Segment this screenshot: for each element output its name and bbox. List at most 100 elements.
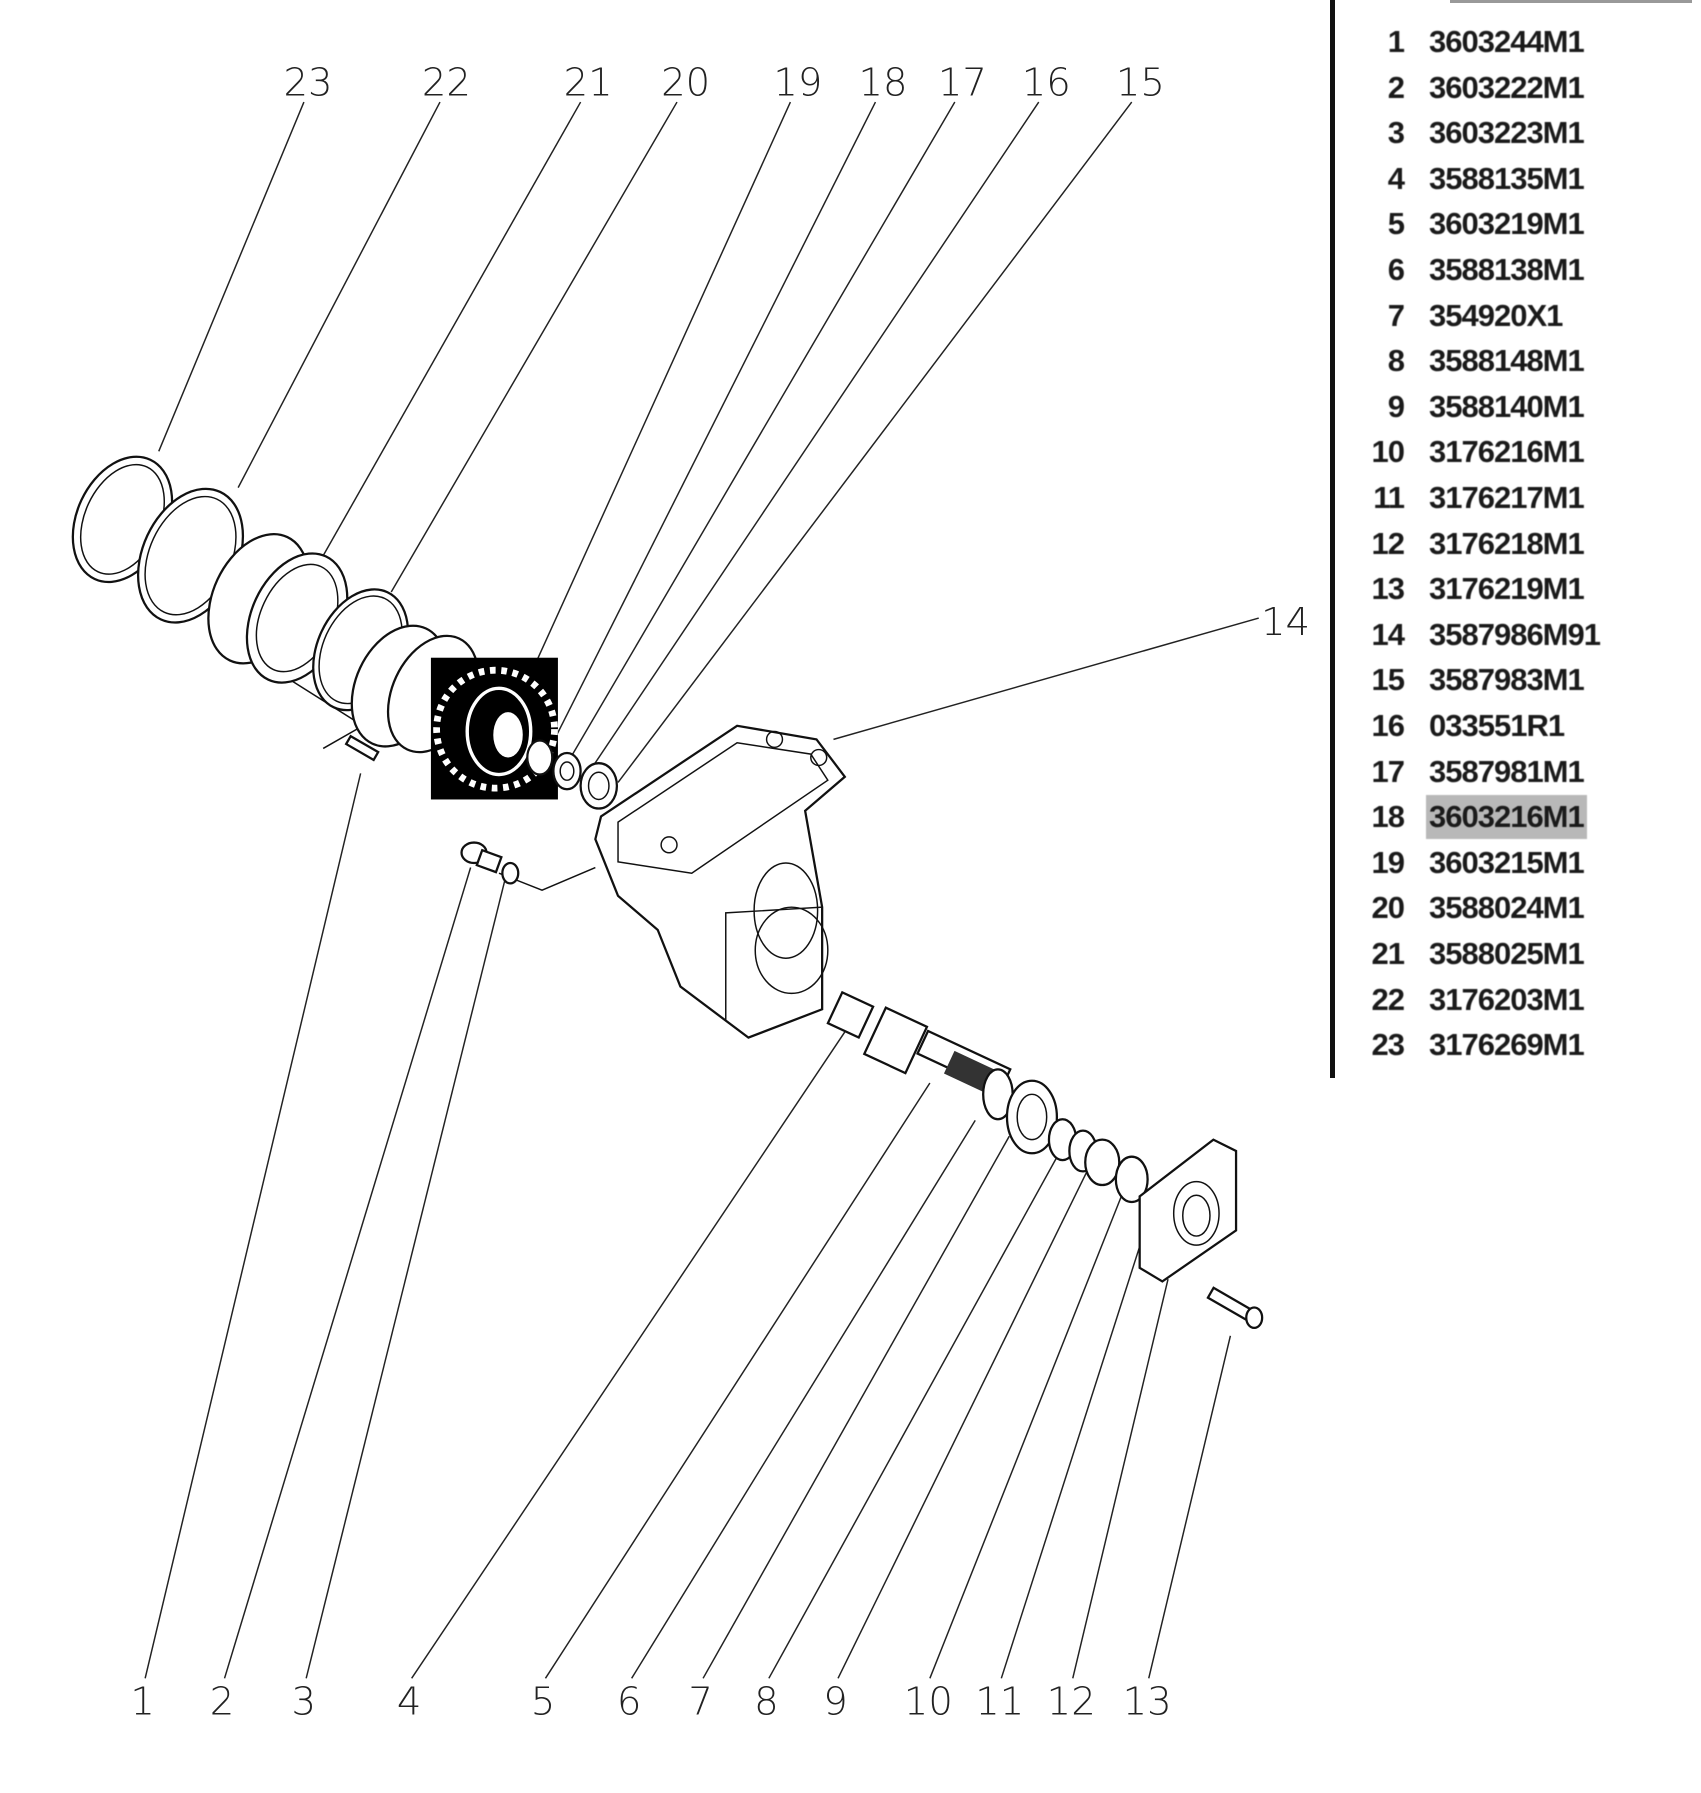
callout-20: 20 bbox=[661, 60, 710, 105]
parts-list-row[interactable]: 13 3176219M1 bbox=[1318, 567, 1701, 611]
part-code[interactable]: 3588138M1 bbox=[1429, 252, 1585, 287]
pin-1 bbox=[344, 734, 380, 762]
part-number: 19 bbox=[1371, 844, 1405, 880]
part-number: 6 bbox=[1387, 252, 1405, 287]
callouts-top: 23 22 21 20 19 18 17 16 15 bbox=[284, 60, 1165, 105]
part-number: 8 bbox=[1387, 343, 1405, 379]
part-code[interactable]: 3603222M1 bbox=[1429, 69, 1585, 105]
part-number: 21 bbox=[1371, 936, 1405, 971]
callouts-bottom: 1 2 3 4 5 6 7 8 9 10 11 12 13 bbox=[130, 1680, 1171, 1725]
part-code[interactable]: 3588148M1 bbox=[1429, 343, 1585, 379]
callout-1: 1 bbox=[130, 1680, 155, 1725]
part-number: 1 bbox=[1387, 24, 1405, 59]
part-code[interactable]: 3176203M1 bbox=[1429, 981, 1585, 1017]
parts-list-row[interactable]: 2 3603222M1 bbox=[1318, 66, 1701, 110]
parts-list-row[interactable]: 12 3176218M1 bbox=[1318, 522, 1701, 566]
parts-list: 1 3603244M1 2 3603222M1 3 3603223M1 4 3588135M1… bbox=[1318, 0, 1701, 1090]
parts-list-row[interactable]: 17 3587981M1 bbox=[1318, 750, 1701, 794]
callout-16: 16 bbox=[1022, 60, 1071, 105]
part-number: 20 bbox=[1371, 890, 1405, 926]
parts-list-top-border bbox=[1450, 0, 1692, 3]
part-number: 14 bbox=[1371, 616, 1405, 652]
parts-list-row[interactable]: 20 3588024M1 bbox=[1318, 886, 1701, 930]
part-code[interactable]: 3587983M1 bbox=[1429, 662, 1585, 698]
callout-8: 8 bbox=[754, 1680, 779, 1725]
parts-list-row[interactable]: 10 3176216M1 bbox=[1318, 430, 1701, 474]
part-number: 17 bbox=[1371, 753, 1405, 789]
parts-list-row[interactable]: 5 3603219M1 bbox=[1318, 202, 1701, 246]
parts-list-row[interactable]: 8 3588148M1 bbox=[1318, 339, 1701, 383]
part-code[interactable]: 3176217M1 bbox=[1429, 480, 1585, 515]
callout-19: 19 bbox=[773, 60, 822, 105]
part-code[interactable]: 3588024M1 bbox=[1429, 890, 1585, 926]
part-number: 10 bbox=[1371, 434, 1405, 470]
part-number: 22 bbox=[1371, 981, 1405, 1017]
part-code[interactable]: 3587986M91 bbox=[1429, 616, 1601, 652]
part-number: 3 bbox=[1387, 115, 1405, 151]
part-number: 4 bbox=[1387, 160, 1405, 196]
callout-6: 6 bbox=[617, 1680, 642, 1725]
part-number: 2 bbox=[1387, 69, 1405, 105]
part-number: 11 bbox=[1373, 480, 1405, 515]
parts-list-row[interactable]: 6 3588138M1 bbox=[1318, 248, 1701, 292]
part-number: 5 bbox=[1387, 206, 1405, 242]
callout-3: 3 bbox=[291, 1680, 316, 1725]
bearing-and-seals-7-11 bbox=[982, 1068, 1149, 1204]
part-code[interactable]: 3176219M1 bbox=[1429, 571, 1585, 607]
parts-list-row[interactable]: 4 3588135M1 bbox=[1318, 157, 1701, 201]
part-number: 23 bbox=[1371, 1027, 1405, 1063]
parts-list-row[interactable]: 3 3603223M1 bbox=[1318, 111, 1701, 155]
callout-9: 9 bbox=[823, 1680, 848, 1725]
part-code[interactable]: 3603223M1 bbox=[1429, 115, 1585, 151]
part-code[interactable]: 3588025M1 bbox=[1429, 936, 1585, 971]
part-code[interactable]: 033551R1 bbox=[1429, 708, 1565, 743]
callout-4: 4 bbox=[397, 1680, 422, 1725]
callout-23: 23 bbox=[284, 60, 333, 105]
callout-2: 2 bbox=[210, 1680, 235, 1725]
part-code[interactable]: 3176216M1 bbox=[1429, 434, 1585, 470]
callout-18: 18 bbox=[858, 60, 907, 105]
parts-list-row[interactable]: 16 033551R1 bbox=[1318, 704, 1701, 748]
part-code[interactable]: 3176218M1 bbox=[1429, 525, 1585, 561]
callout-7: 7 bbox=[688, 1680, 713, 1725]
part-code[interactable]: 3603215M1 bbox=[1429, 844, 1585, 880]
part-number: 12 bbox=[1371, 525, 1405, 561]
washers-15-17 bbox=[526, 739, 619, 810]
leader-lines bbox=[144, 101, 1259, 1679]
callout-21: 21 bbox=[564, 60, 613, 105]
callout-11: 11 bbox=[975, 1680, 1024, 1725]
part-code[interactable]: 3603219M1 bbox=[1429, 206, 1585, 242]
shaft-pinion-4-6 bbox=[826, 990, 1012, 1096]
callout-17: 17 bbox=[938, 60, 987, 105]
callout-5: 5 bbox=[531, 1680, 556, 1725]
parts-list-row[interactable]: 21 3588025M1 bbox=[1318, 932, 1701, 976]
part-number: 13 bbox=[1371, 571, 1405, 607]
callout-12: 12 bbox=[1047, 1680, 1096, 1725]
part-code[interactable]: 3176269M1 bbox=[1429, 1027, 1585, 1063]
parts-list-row[interactable]: 14 3587986M91 bbox=[1318, 613, 1701, 657]
callout-14: 14 bbox=[1261, 600, 1310, 645]
part-code[interactable]: 3587981M1 bbox=[1429, 753, 1585, 789]
parts-list-row[interactable]: 23 3176269M1 bbox=[1318, 1023, 1701, 1067]
callout-22: 22 bbox=[422, 60, 471, 105]
parts-list-row[interactable]: 19 3603215M1 bbox=[1318, 841, 1701, 885]
parts-list-row[interactable]: 1 3603244M1 bbox=[1318, 20, 1701, 64]
part-code[interactable]: 354920X1 bbox=[1429, 297, 1563, 333]
part-number: 16 bbox=[1371, 708, 1405, 743]
parts-list-divider bbox=[1330, 0, 1335, 1078]
part-code[interactable]: 3588140M1 bbox=[1429, 388, 1585, 424]
parts-list-row[interactable]: 9 3588140M1 bbox=[1318, 385, 1701, 429]
parts-list-row[interactable]: 11 3176217M1 bbox=[1318, 476, 1701, 520]
parts-list-row[interactable]: 18 3603216M1 bbox=[1318, 795, 1701, 840]
part-code[interactable]: 3603244M1 bbox=[1429, 24, 1585, 59]
part-code[interactable]: 3603216M1 bbox=[1426, 795, 1587, 840]
part-number: 9 bbox=[1387, 388, 1405, 424]
part-code[interactable]: 3588135M1 bbox=[1429, 160, 1585, 196]
parts-list-row[interactable]: 22 3176203M1 bbox=[1318, 978, 1701, 1022]
plug-2 bbox=[460, 841, 520, 885]
cover-plate-12 bbox=[1138, 1138, 1238, 1283]
part-number: 18 bbox=[1371, 799, 1405, 835]
